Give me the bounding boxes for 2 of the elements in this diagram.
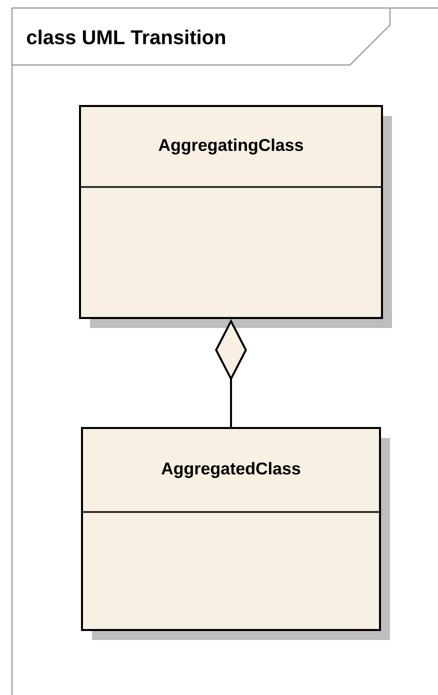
class-box: AggregatedClass <box>81 427 390 640</box>
class-box: AggregatingClass <box>79 105 392 328</box>
